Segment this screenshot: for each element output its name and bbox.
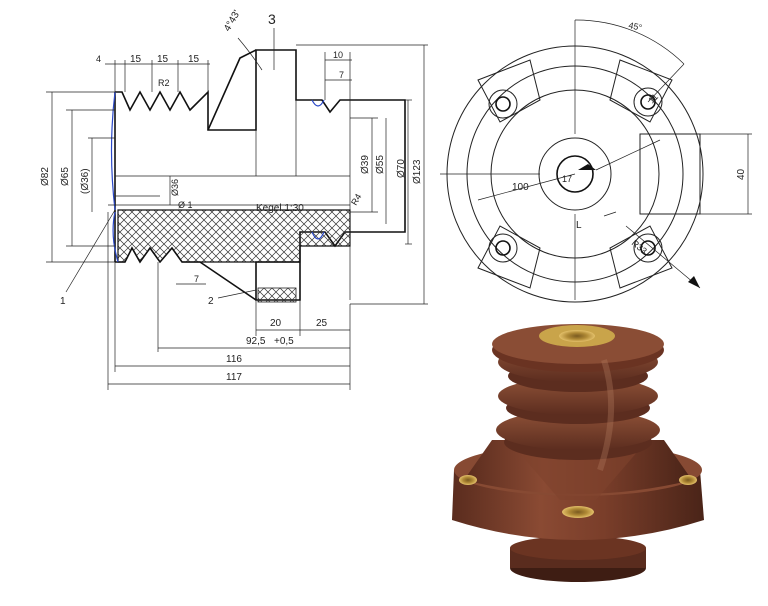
part-number-3: 3 (268, 11, 276, 27)
angle-45: 45° (628, 20, 644, 33)
plan-view: 45° 11 17 100 40 R33 L (440, 19, 752, 303)
dim-92-5: 92,5 (246, 336, 266, 347)
dim-25: 25 (316, 318, 328, 329)
radius-r4: R4 (349, 192, 363, 207)
dim-top-15b: 15 (157, 54, 169, 65)
dim-d65: Ø65 (60, 167, 71, 186)
dim-inner-36: Ø36 (170, 179, 180, 196)
dim-top-15c: 15 (188, 54, 200, 65)
center-dia-17: 17 (562, 174, 572, 184)
mark-l: L (576, 220, 582, 231)
cone-label: Kegel 1:30 (256, 203, 304, 214)
part-number-1: 1 (60, 296, 66, 307)
dim-d36-ref: (Ø36) (80, 168, 91, 194)
dim-inner-1: Ø 1 (178, 200, 193, 210)
insulator-photo (452, 324, 704, 582)
dim-20: 20 (270, 318, 282, 329)
dim-tolerance: +0,5 (274, 336, 294, 347)
dim-top-15a: 15 (130, 54, 142, 65)
radius-r2: R2 (158, 78, 170, 88)
hole-dia-11: 11 (646, 92, 660, 106)
dim-d82: Ø82 (40, 167, 51, 186)
dim-top-10: 10 (333, 50, 343, 60)
dim-117: 117 (226, 372, 242, 383)
angle-callout: 4°43' (222, 8, 243, 33)
width-40: 40 (736, 168, 747, 180)
dim-top-4: 4 (96, 54, 101, 64)
dim-d55: Ø55 (375, 155, 386, 174)
section-view: 4 15 15 15 R2 10 7 4°43' 3 1 2 Ø82 Ø65 (… (40, 8, 428, 390)
part-number-2: 2 (208, 296, 214, 307)
dim-d70: Ø70 (396, 159, 407, 178)
dim-d123: Ø123 (412, 159, 423, 184)
pcd-100: 100 (512, 182, 529, 193)
dim-116: 116 (226, 354, 242, 365)
dim-groove-7: 7 (194, 274, 199, 284)
dim-top-7: 7 (339, 70, 344, 80)
dim-d39: Ø39 (360, 155, 371, 174)
